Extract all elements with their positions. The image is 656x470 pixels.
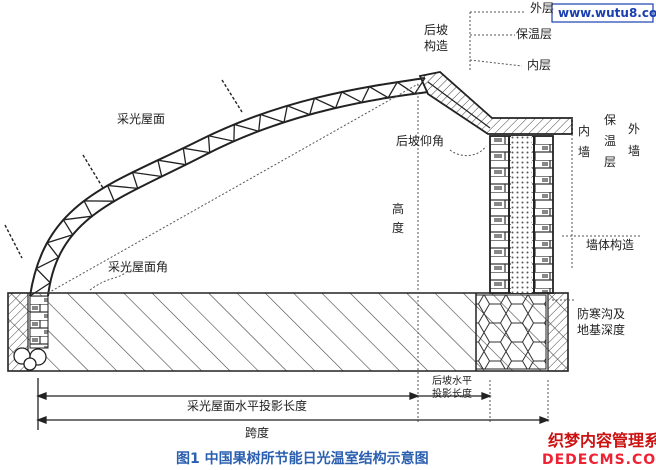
back-slope-angle-label: 后坡仰角 [396, 133, 444, 148]
watermark-site-en: DEDECMS.COM [542, 452, 656, 468]
back-slope-projection-label-1: 后坡水平 [432, 374, 472, 387]
height-label-1: 高 [392, 201, 404, 216]
roof-section-marks [4, 79, 243, 259]
watermark-site-cn: 织梦内容管理系统 [548, 431, 656, 450]
watermark-url-box: www.wutu8.com [551, 3, 656, 23]
watermark-cms: 织梦内容管理系统 DEDECMS.COM [542, 431, 656, 468]
height-label-2: 度 [392, 220, 404, 235]
insulation-vertical-label-1: 保 [604, 113, 616, 127]
frost-trench-label-2: 地基深度 [577, 322, 625, 337]
ground-block [7, 292, 569, 372]
outer-wall-label-2: 墙 [628, 144, 640, 158]
inner-layer-label: 内层 [527, 58, 551, 72]
watermark-url: www.wutu8.com [558, 6, 656, 20]
lighting-roof-truss [29, 77, 429, 297]
inner-wall-label-2: 墙 [578, 145, 590, 159]
inner-wall-label-1: 内 [578, 124, 590, 138]
back-slope [418, 71, 573, 135]
insulation-layer-label: 保温层 [516, 27, 552, 41]
construction-lines [47, 11, 640, 422]
insulation-vertical-label-3: 层 [604, 155, 616, 169]
outer-layer-label: 外层 [530, 1, 554, 15]
outer-wall-label-1: 外 [628, 122, 640, 136]
dimension-lines [36, 378, 550, 430]
diagram-labels: 外层 保温层 内层 后坡 构造 采光屋面 后坡仰角 高 度 采光屋面角 内 墙 … [108, 1, 640, 467]
lighting-roof-label: 采光屋面 [117, 112, 165, 126]
wall-structure-label: 墙体构造 [586, 237, 634, 252]
back-slope-structure-label-1: 后坡 [424, 23, 448, 37]
figure-caption: 图1 中国果树所节能日光温室结构示意图 [176, 450, 429, 467]
span-label: 跨度 [245, 425, 269, 440]
back-wall [489, 135, 554, 294]
front-foundation [13, 295, 49, 371]
lighting-roof-angle-label: 采光屋面角 [108, 260, 168, 274]
back-slope-structure-label-2: 构造 [424, 38, 448, 53]
frost-trench-label-1: 防寒沟及 [577, 306, 625, 321]
roof-projection-length-label: 采光屋面水平投影长度 [187, 398, 307, 413]
insulation-vertical-label-2: 温 [604, 134, 616, 148]
back-slope-projection-label-2: 投影长度 [432, 387, 472, 400]
